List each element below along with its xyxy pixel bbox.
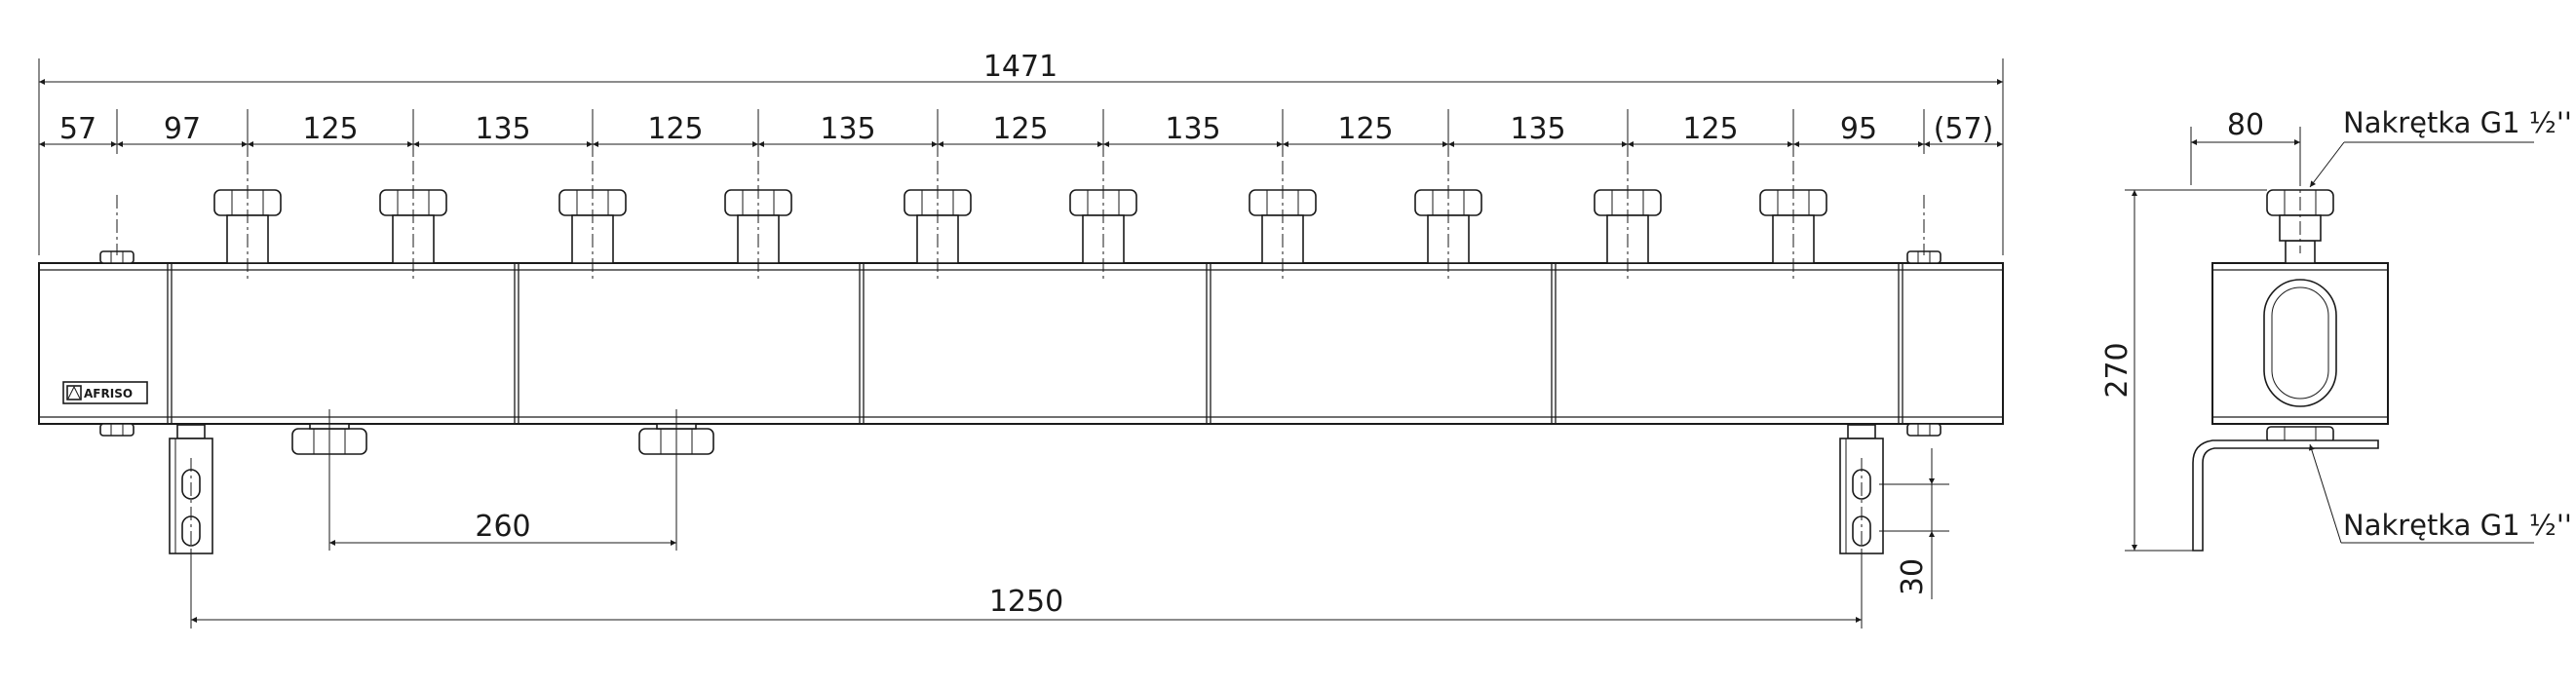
segment-dimension-5: 125: [647, 112, 703, 146]
manifold-body: [38, 262, 2004, 425]
segment-dimension-1: 57: [59, 112, 96, 146]
front-view: AFRISO 1471 57 97 125 135 125 135 125 135 125 135…: [38, 50, 2004, 629]
nut-bottom-label: Nakrętka G1 ½'': [2343, 509, 2572, 542]
nut-bottom-callout: Nakrętka G1 ½'': [2308, 443, 2572, 544]
side-oval-opening: [2263, 279, 2337, 407]
side-width-dimension: 80: [2190, 108, 2301, 185]
top-nut-1: [213, 136, 282, 281]
side-height-dimension: 270: [2100, 189, 2267, 552]
side-view: 80 270 Nakrętka G1 ½'' Nakrętka G1 ½'': [2100, 106, 2572, 552]
top-nut-10: [1759, 136, 1827, 281]
overall-dimension: 1471: [38, 50, 2004, 255]
segment-dimension-7: 125: [992, 112, 1048, 146]
top-nut-2: [379, 136, 447, 281]
bracket-spacing-dimension: 1250: [190, 551, 1863, 629]
segment-dimension-13: (57): [1934, 112, 1994, 146]
top-nut-9: [1594, 136, 1662, 281]
segment-dimension-6: 135: [820, 112, 875, 146]
segment-dimension-11: 125: [1682, 112, 1738, 146]
top-nut-connectors: [213, 136, 1827, 281]
end-plug-1: [99, 195, 135, 437]
nut-top-callout: Nakrętka G1 ½'': [2309, 106, 2572, 188]
segment-dimension-2: 97: [164, 112, 201, 146]
bracket-2: [1839, 424, 1884, 560]
top-nut-6: [1069, 136, 1137, 281]
segment-dimension-9: 125: [1337, 112, 1393, 146]
top-nut-3: [558, 136, 627, 281]
top-nut-4: [724, 136, 792, 281]
segment-dimension-8: 135: [1165, 112, 1220, 146]
overall-dimension-value: 1471: [983, 50, 1057, 84]
end-plugs: [99, 195, 1942, 437]
slot-spacing-dimension: 30: [1879, 448, 1949, 599]
nut-top-label: Nakrętka G1 ½'': [2343, 106, 2572, 139]
top-nut-7: [1249, 136, 1317, 281]
bracket-1: [169, 424, 213, 560]
section-dividers: [167, 263, 1903, 424]
segment-dimension-chain: 57 97 125 135 125 135 125 135 125 135 125 95 (57): [38, 109, 2004, 154]
segment-dimension-10: 135: [1510, 112, 1565, 146]
segment-dimension-3: 125: [302, 112, 358, 146]
slot-spacing-value: 30: [1896, 558, 1930, 595]
top-nut-8: [1414, 136, 1482, 281]
end-plug-2: [1906, 195, 1942, 437]
side-height-value: 270: [2100, 342, 2134, 398]
segment-dimension-12: 95: [1840, 112, 1877, 146]
pipe-spacing-value: 260: [475, 510, 530, 544]
wall-brackets: [169, 424, 1884, 560]
pipe-spacing-dimension: 260: [328, 409, 677, 551]
afriso-logo: AFRISO: [62, 381, 148, 404]
logo-text: AFRISO: [84, 387, 133, 400]
side-top-nut: [2266, 148, 2334, 264]
side-width-value: 80: [2227, 108, 2264, 142]
top-nut-5: [904, 136, 972, 281]
segment-dimension-4: 135: [475, 112, 530, 146]
bracket-spacing-value: 1250: [989, 585, 1063, 619]
side-l-bracket: [2192, 439, 2379, 552]
